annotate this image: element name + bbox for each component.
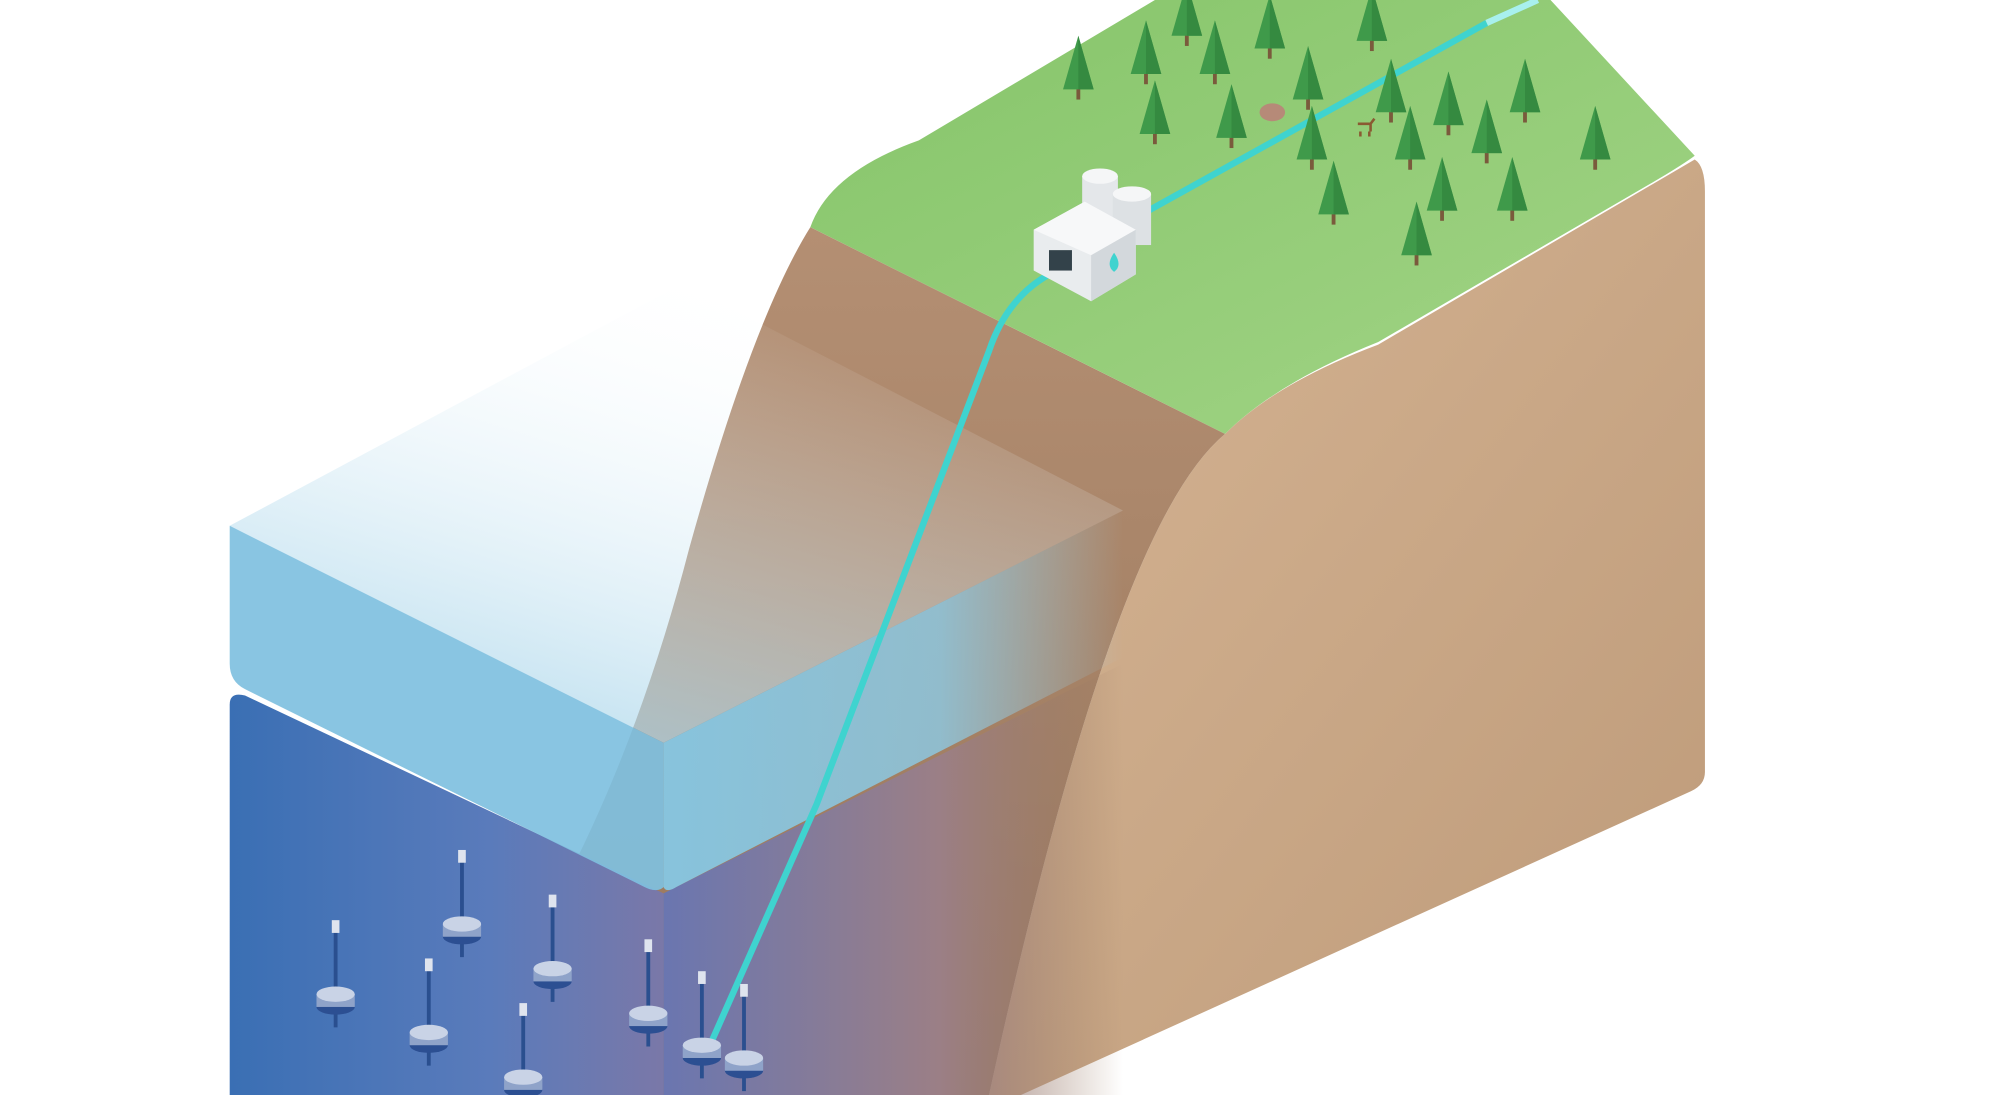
tree-icon: [1509, 58, 1541, 123]
tree-icon: [1471, 99, 1503, 164]
tree-icon: [1171, 0, 1203, 46]
cliff-side-face: [989, 159, 1705, 1095]
deep-water-side: [663, 663, 1124, 1095]
pipeline: [705, 267, 1060, 1053]
subsea-unit-icon: [724, 983, 764, 1092]
subsea-unit-icon: [533, 894, 572, 1002]
subsea-unit-icon: [316, 920, 355, 1028]
tree-icon: [1254, 0, 1286, 59]
rock-icon: [1259, 103, 1286, 122]
subsea-unit-icon: [629, 939, 668, 1047]
subsea-unit-icon: [409, 958, 448, 1066]
droplet-icon: [1109, 252, 1119, 272]
deer-icon: [1357, 117, 1376, 137]
pipeline-export-fade: [1485, 0, 1540, 26]
subsea-unit-icon: [682, 971, 722, 1079]
grass-plateau: [810, 0, 1695, 434]
tree-icon: [1375, 58, 1407, 123]
tree-icon: [1292, 45, 1324, 110]
tree-icon: [1318, 160, 1349, 225]
water-slab-front: [229, 525, 664, 891]
water-slab-side: [663, 510, 1124, 891]
tree-icon: [1130, 20, 1162, 85]
pipeline-export: [1146, 20, 1489, 214]
water-surface-top: [229, 283, 1124, 743]
tree-icon: [1356, 0, 1388, 52]
subsea-unit-icon: [504, 1003, 543, 1095]
subsea-unit-icon: [442, 849, 482, 958]
facility-icon: [1033, 168, 1152, 302]
tree-icon: [1433, 71, 1464, 136]
tree-icon: [1496, 156, 1528, 221]
